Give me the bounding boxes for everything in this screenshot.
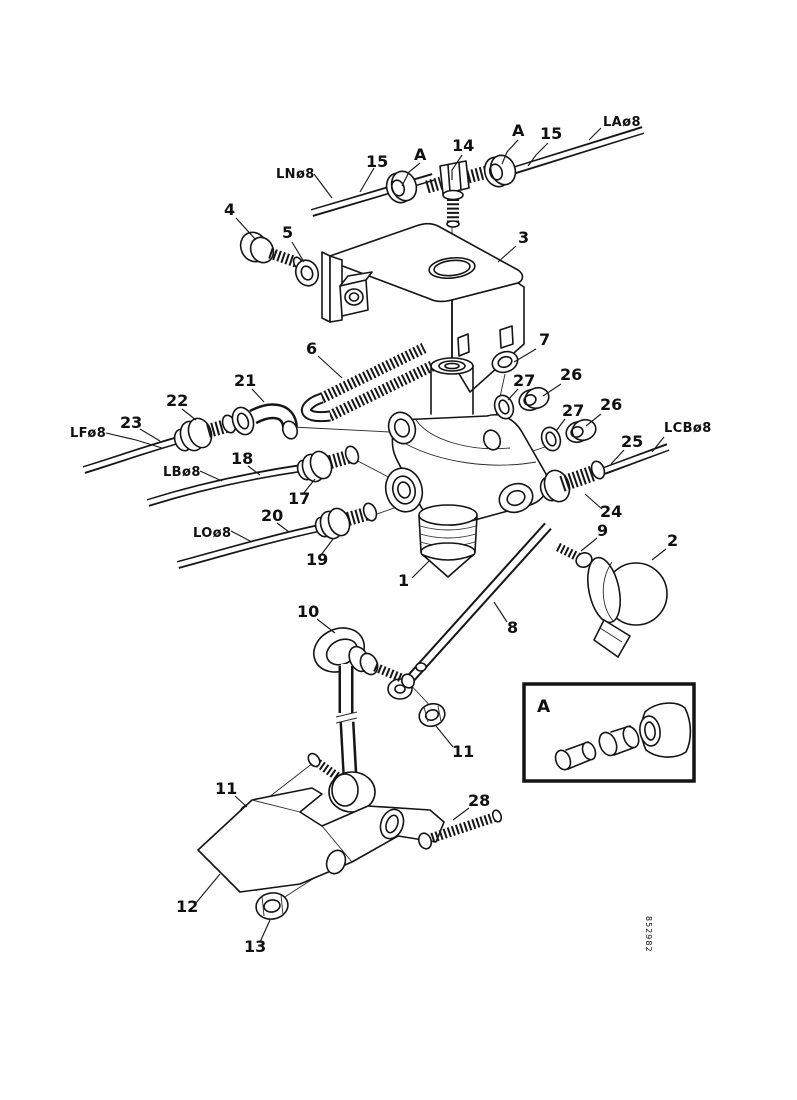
part-26-nut-lower: [565, 418, 597, 444]
leader-lines: [105, 127, 667, 943]
part-26-nut-upper: [518, 386, 550, 412]
callout-8: 8: [507, 618, 518, 637]
callout-11-lower: 11: [215, 779, 237, 798]
inset-a-label: A: [537, 697, 551, 717]
callout-26-lower: 26: [600, 395, 622, 414]
part-22-fitting: [173, 414, 237, 452]
part-a-nut-right: [483, 154, 517, 188]
port-label-lf: LFø8: [70, 426, 106, 441]
part-valve-body: [384, 357, 549, 526]
tube-lf: [82, 435, 184, 474]
port-label-lcb: LCBø8: [664, 421, 712, 436]
part-5-ring: [294, 259, 320, 287]
tube-lb: [146, 464, 304, 507]
callout-1: 1: [398, 571, 409, 590]
part-2-knob: [587, 556, 668, 658]
callout-7: 7: [539, 330, 550, 349]
callout-9: 9: [597, 521, 608, 540]
callout-26-upper: 26: [560, 365, 582, 384]
part-6-u-bolt: [301, 343, 435, 423]
part-27-ring-lower: [540, 426, 562, 452]
part-14-tee-fitting: [425, 160, 489, 228]
callout-20: 20: [261, 506, 283, 525]
callout-27-upper: 27: [513, 371, 535, 390]
callout-a-left: A: [414, 145, 427, 164]
callout-19: 19: [306, 550, 328, 569]
callout-a-right: A: [512, 121, 525, 140]
callout-13: 13: [244, 937, 266, 956]
callout-6: 6: [306, 339, 317, 358]
inset-sleeve: [554, 741, 597, 771]
part-3-bracket: [321, 222, 525, 393]
drawing-code: 852982: [644, 916, 653, 953]
part-12-lower-bracket: [197, 787, 445, 893]
part-10-ball-joint: [307, 627, 415, 813]
detail-inset-a: A: [522, 682, 696, 783]
port-label-lo: LOø8: [193, 526, 231, 541]
callout-22: 22: [166, 391, 188, 410]
callout-15-left: 15: [366, 152, 388, 171]
callout-18: 18: [231, 449, 253, 468]
callout-17: 17: [288, 489, 310, 508]
inset-nut: [639, 702, 692, 758]
part-9-bolt: [555, 542, 593, 568]
callout-27-lower: 27: [562, 401, 584, 420]
part-21-elbow: [231, 403, 299, 440]
callout-21: 21: [234, 371, 256, 390]
port-label-lb: LBø8: [163, 465, 201, 480]
tube-la: [504, 126, 645, 177]
callout-12: 12: [176, 897, 198, 916]
tube-lo: [176, 523, 326, 569]
callout-25: 25: [621, 432, 643, 451]
part-11-nut-upper: [418, 702, 446, 728]
callout-28: 28: [468, 791, 490, 810]
callout-11-upper: 11: [452, 742, 474, 761]
port-label-ln: LNø8: [276, 167, 315, 182]
callout-23: 23: [120, 413, 142, 432]
callout-4: 4: [224, 200, 235, 219]
part-a-nut-left: [385, 170, 418, 204]
part-4-bolt: [239, 231, 304, 270]
callout-5: 5: [282, 223, 293, 242]
part-24-fitting: [539, 460, 606, 503]
part-13-nut: [255, 892, 289, 920]
port-label-la: LAø8: [603, 115, 641, 130]
callout-3: 3: [518, 228, 529, 247]
tube-lcb: [602, 443, 670, 475]
callout-10: 10: [297, 602, 319, 621]
part-27-ring-upper: [493, 394, 515, 420]
part-7-nut: [491, 350, 519, 374]
inset-ferrule: [598, 725, 640, 757]
part-28-bolt: [417, 809, 503, 850]
callout-14: 14: [452, 136, 474, 155]
part-19-fitting: [314, 502, 378, 540]
callout-labels: LNø8 15 A 14 A 15 LAø8 4 5 3 6 7 27 26 2…: [70, 115, 712, 956]
part-17-fitting: [296, 445, 360, 483]
part-1-lower-cap: [418, 504, 478, 578]
callout-15-right: 15: [540, 124, 562, 143]
callout-24: 24: [600, 502, 622, 521]
callout-2: 2: [667, 531, 678, 550]
